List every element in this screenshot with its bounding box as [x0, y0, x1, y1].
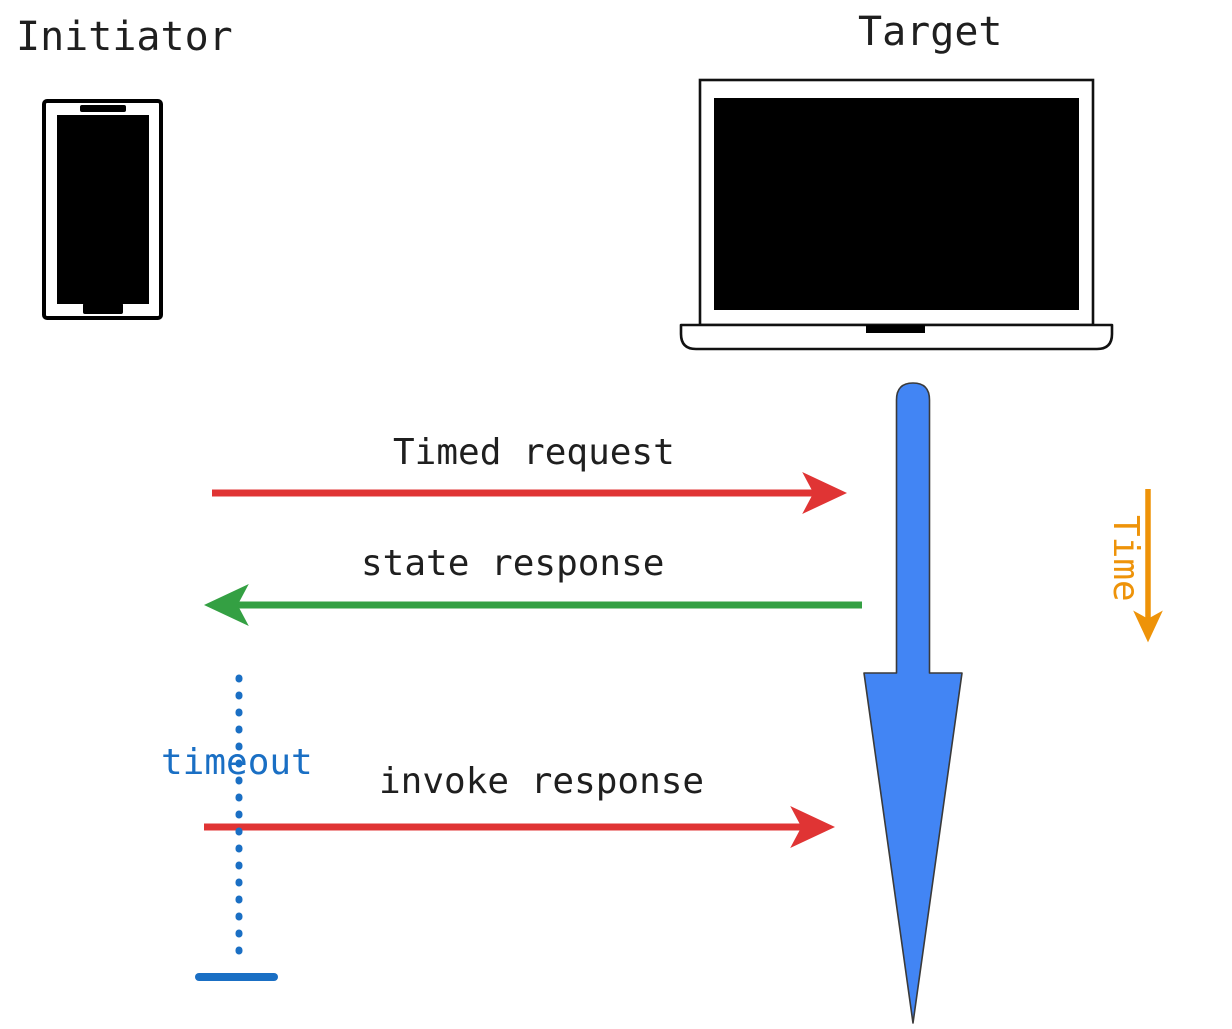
message-label-state-response: state response: [361, 543, 665, 584]
timeout-marker: [195, 674, 278, 981]
smartphone-icon: [42, 99, 163, 320]
annotation-label-time: Time: [1105, 515, 1146, 602]
actor-label-initiator: Initiator: [16, 14, 233, 60]
message-label-timed-request: Timed request: [393, 432, 675, 473]
actor-label-target: Target: [858, 9, 1003, 55]
laptop-icon: [679, 78, 1114, 351]
annotation-label-timeout: timeout: [161, 742, 313, 783]
target-activation-bar: [863, 382, 963, 1024]
message-label-invoke-response: invoke response: [379, 761, 705, 802]
